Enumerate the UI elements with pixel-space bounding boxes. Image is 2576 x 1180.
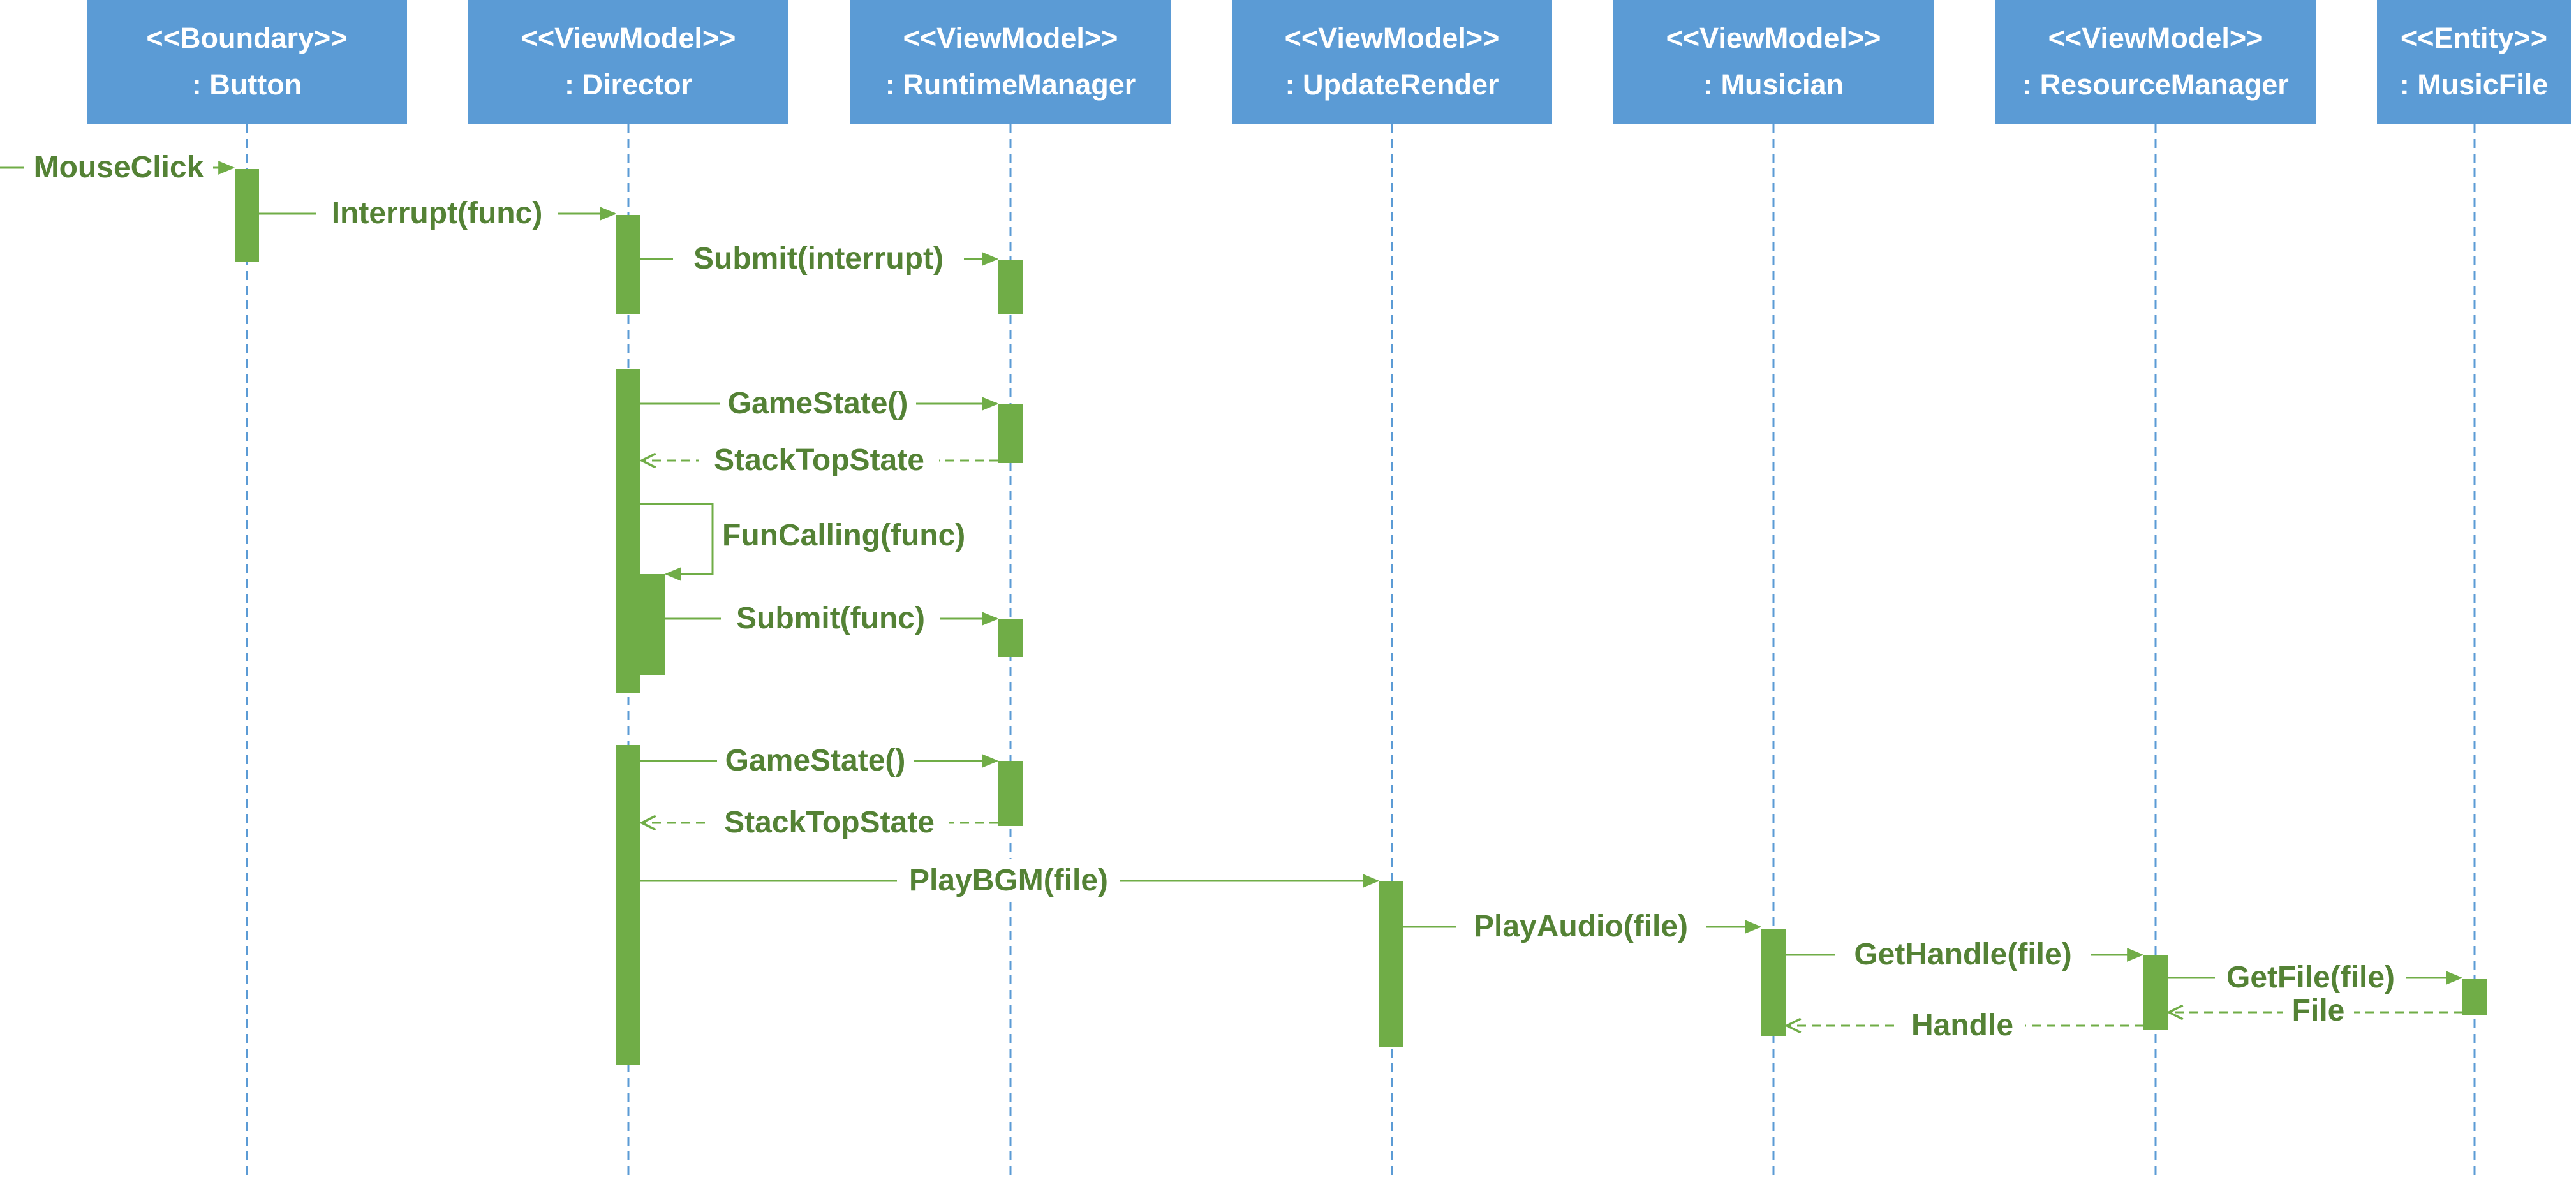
participant-button: <<Boundary>> : Button [87,0,407,124]
participant-name: : MusicFile [2400,68,2549,101]
message-arrow [640,503,714,581]
message: FunCalling(func) [640,503,965,581]
activation-bar-director [616,369,640,693]
participant-name: : Musician [1703,68,1844,101]
activation-bar-runtime [998,761,1023,826]
activation-bar-runtime [998,404,1023,463]
participant-stereotype: <<ViewModel>> [1285,22,1500,54]
message-label: Submit(interrupt) [693,242,944,276]
label-bg [721,596,940,635]
participant-box [468,0,788,124]
participant-runtime-manager: <<ViewModel>> : RuntimeManager [850,0,1171,124]
participant-resource-manager: <<ViewModel>> : ResourceManager [1995,0,2316,124]
message: PlayBGM(file) [640,859,1380,897]
label-bg [316,191,558,230]
message-label: StackTopState [724,806,935,839]
label-bg [1456,904,1706,943]
message-label: GameState() [725,744,906,778]
participant-director: <<ViewModel>> : Director [468,0,788,124]
label-bg [673,237,964,275]
participant-musician: <<ViewModel>> : Musician [1613,0,1934,124]
label-bg [699,438,939,476]
activation-bars [235,169,2487,1065]
participant-name: : ResourceManager [2022,68,2289,101]
participant-stereotype: <<ViewModel>> [521,22,736,54]
participant-stereotype: <<ViewModel>> [2048,22,2263,54]
message-label: GetHandle(file) [1854,938,2071,971]
message: Submit(interrupt) [640,237,999,276]
message-label: GetFile(file) [2226,961,2395,994]
participant-name: : Button [192,68,302,101]
activation-bar-director-nested [640,574,665,675]
participant-box [2377,0,2571,124]
message: GameState() [640,739,999,778]
message: GetHandle(file) [1786,933,2144,971]
lifelines [246,124,2476,1180]
activation-bar-director [616,745,640,1065]
participant-box [850,0,1171,124]
label-bg [1900,1003,2025,1042]
label-bg [2283,993,2354,1029]
label-bg [720,381,916,420]
participant-box [87,0,407,124]
participant-stereotype: <<Entity>> [2401,22,2547,54]
label-bg [717,739,914,777]
activation-bar-musician [1761,929,1786,1036]
label-bg [897,859,1120,897]
message: StackTopState [642,438,998,477]
participant-name: : Director [565,68,692,101]
message-label: StackTopState [714,443,924,477]
label-bg [24,145,213,184]
message: StackTopState [642,800,998,839]
participant-name: : RuntimeManager [885,68,1136,101]
message-label: GameState() [728,387,908,420]
participants: <<Boundary>> : Button <<ViewModel>> : Di… [87,0,2571,124]
participant-update-render: <<ViewModel>> : UpdateRender [1232,0,1552,124]
message-label: PlayBGM(file) [909,864,1108,897]
message-label: MouseClick [34,151,204,184]
message-label: PlayAudio(file) [1474,910,1688,943]
activation-bar-button [235,169,259,262]
participant-name: : UpdateRender [1285,68,1499,101]
label-bg [709,800,949,839]
messages: MouseClick Interrupt(func) Submit(interr… [0,145,2463,1042]
activation-bar-director [616,215,640,314]
message-label: Interrupt(func) [332,196,543,230]
message: MouseClick [0,145,235,184]
activation-bar-runtime [998,619,1023,657]
label-bg [2215,955,2406,994]
message-label: Handle [1911,1008,2013,1042]
message: File [2169,993,2462,1029]
activation-bar-musicfile [2462,979,2487,1015]
participant-music-file: <<Entity>> : MusicFile [2377,0,2571,124]
participant-box [1232,0,1552,124]
message-label: FunCalling(func) [722,519,965,552]
participant-stereotype: <<ViewModel>> [1666,22,1881,54]
participant-stereotype: <<ViewModel>> [903,22,1118,54]
activation-bar-resource [2143,955,2168,1030]
activation-bar-runtime [998,260,1023,314]
message-label: Submit(func) [736,601,925,635]
label-bg [1835,933,2091,971]
message: Interrupt(func) [259,191,617,230]
message: GetFile(file) [2168,955,2463,994]
message: Submit(func) [665,596,999,635]
message: GameState() [640,381,999,420]
message: Handle [1787,1003,2143,1042]
participant-box [1613,0,1934,124]
message-label: File [2292,994,2345,1028]
participant-stereotype: <<Boundary>> [146,22,347,54]
activation-bar-update [1379,881,1403,1047]
message: PlayAudio(file) [1403,904,1762,943]
participant-box [1995,0,2316,124]
